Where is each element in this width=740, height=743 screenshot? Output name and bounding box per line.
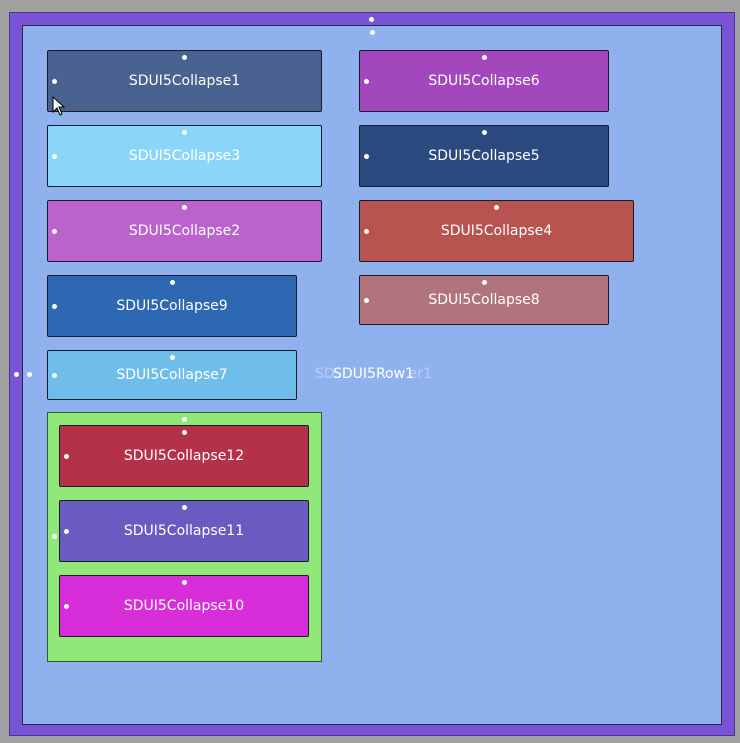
- collapse-label: SDUI5Collapse4: [440, 223, 553, 239]
- collapse-1[interactable]: SDUI5Collapse1: [47, 50, 322, 112]
- collapse-label: SDUI5Collapse10: [123, 598, 245, 614]
- handle-left[interactable]: [64, 454, 69, 459]
- handle-top[interactable]: [494, 205, 499, 210]
- handle-top[interactable]: [182, 430, 187, 435]
- handle-top[interactable]: [170, 280, 175, 285]
- handle-left[interactable]: [52, 373, 57, 378]
- collapse-8[interactable]: SDUI5Collapse8: [359, 275, 609, 325]
- handle-left[interactable]: [52, 229, 57, 234]
- collapse-12[interactable]: SDUI5Collapse12: [59, 425, 309, 487]
- collapse-3[interactable]: SDUI5Collapse3: [47, 125, 322, 187]
- row-handle-left[interactable]: [27, 372, 32, 377]
- collapse-label: SDUI5Collapse3: [128, 148, 241, 164]
- collapse-label: SDUI5Collapse12: [123, 448, 245, 464]
- handle-left[interactable]: [64, 529, 69, 534]
- handle-top[interactable]: [182, 55, 187, 60]
- collapse-9[interactable]: SDUI5Collapse9: [47, 275, 297, 337]
- collapse-4[interactable]: SDUI5Collapse4: [359, 200, 634, 262]
- handle-left[interactable]: [364, 229, 369, 234]
- handle-top[interactable]: [170, 355, 175, 360]
- collapse-7[interactable]: SDUI5Collapse7: [47, 350, 297, 400]
- collapse-5[interactable]: SDUI5Collapse5: [359, 125, 609, 187]
- handle-left[interactable]: [52, 534, 57, 539]
- handle-top[interactable]: [482, 55, 487, 60]
- row-handle-top[interactable]: [370, 30, 375, 35]
- collapse-label: SDUI5Collapse8: [428, 292, 540, 308]
- collapse-label: SDUI5Collapse1: [128, 73, 241, 89]
- handle-left[interactable]: [52, 154, 57, 159]
- collapse-11[interactable]: SDUI5Collapse11: [59, 500, 309, 562]
- handle-top[interactable]: [182, 505, 187, 510]
- collapse-10[interactable]: SDUI5Collapse10: [59, 575, 309, 637]
- handle-top[interactable]: [482, 280, 487, 285]
- handle-left[interactable]: [364, 79, 369, 84]
- collapse-label: SDUI5Collapse5: [428, 148, 540, 164]
- handle-top[interactable]: [482, 130, 487, 135]
- collapse-6[interactable]: SDUI5Collapse6: [359, 50, 609, 112]
- mouse-cursor-icon: [52, 96, 66, 116]
- handle-left[interactable]: [52, 79, 57, 84]
- handle-top[interactable]: [182, 130, 187, 135]
- collapse-label: SDUI5Collapse2: [128, 223, 241, 239]
- collapse-label: SDUI5Collapse9: [116, 298, 228, 314]
- handle-top[interactable]: [182, 580, 187, 585]
- outer-handle-top[interactable]: [369, 17, 374, 22]
- row-label: SDUI5Row1: [333, 366, 414, 382]
- outer-handle-left[interactable]: [14, 372, 19, 377]
- collapse-2[interactable]: SDUI5Collapse2: [47, 200, 322, 262]
- collapse-label: SDUI5Collapse6: [428, 73, 540, 89]
- handle-left[interactable]: [364, 154, 369, 159]
- handle-left[interactable]: [64, 604, 69, 609]
- collapse-label: SDUI5Collapse7: [116, 367, 228, 383]
- collapse-label: SDUI5Collapse11: [123, 523, 245, 539]
- handle-top[interactable]: [182, 205, 187, 210]
- handle-top[interactable]: [182, 417, 187, 422]
- handle-left[interactable]: [364, 298, 369, 303]
- handle-left[interactable]: [52, 304, 57, 309]
